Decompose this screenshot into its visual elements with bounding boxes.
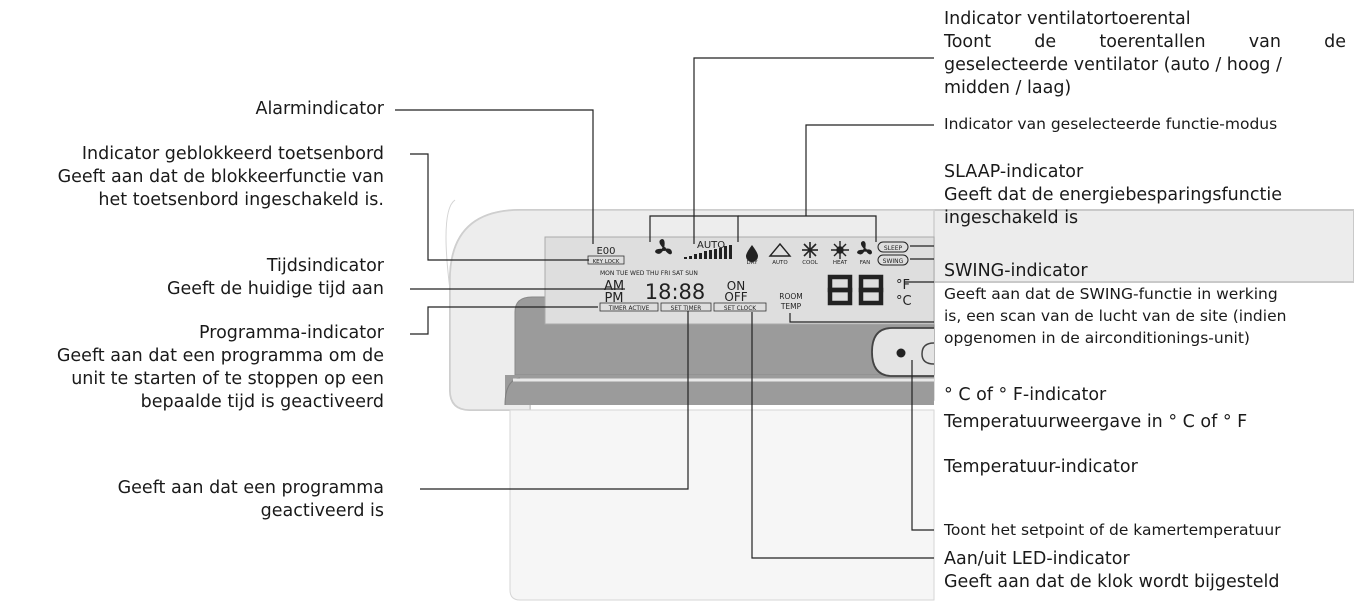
room-label: ROOM — [779, 292, 803, 301]
label-time-title: Tijdsindicator — [266, 256, 384, 276]
label-alarm: Alarmindicator — [255, 98, 384, 121]
label-fan-speed-line: midden / laag) — [944, 78, 1072, 98]
temp-label: TEMP — [780, 302, 802, 311]
label-program-active-line: Geeft aan dat een programma — [117, 478, 384, 498]
label-fan-speed: Indicator ventilatortoerental Toont de t… — [944, 8, 1346, 100]
label-time: Tijdsindicator Geeft de huidige tijd aan — [167, 255, 384, 301]
label-mode: Indicator van geselecteerde functie-modu… — [944, 113, 1277, 135]
label-temp-title: Temperatuur-indicator — [944, 457, 1138, 477]
timer-active-label: TIMER ACTIVE — [608, 306, 650, 312]
triangle-icon — [768, 242, 792, 257]
set-timer-label: SET TIMER — [671, 306, 702, 312]
label-sleep-title: SLAAP-indicator — [944, 162, 1084, 182]
label-program-line: bepaalde tijd is geactiveerd — [140, 392, 384, 412]
label-onoff-line: Geeft aan dat de klok wordt bijgesteld — [944, 572, 1280, 592]
label-sleep: SLAAP-indicator Geeft dat de energiebesp… — [944, 161, 1282, 230]
lcd-content — [587, 239, 909, 312]
temperature-digits — [827, 274, 884, 306]
fan-speed-bars — [684, 245, 732, 259]
label-setpoint-title: Toont het setpoint of de kamertemperatuu… — [944, 521, 1281, 539]
control-knob — [871, 327, 935, 377]
label-mode-title: Indicator van geselecteerde functie-modu… — [944, 115, 1278, 133]
label-unit-line: Temperatuurweergave in ° C of ° F — [944, 412, 1248, 432]
label-keylock-title: Indicator geblokkeerd toetsenbord — [81, 144, 384, 164]
label-unit: ° C of ° F-indicator Temperatuurweergave… — [944, 384, 1247, 434]
deg-c-label: °C — [896, 294, 912, 309]
on-label: ON — [727, 279, 745, 293]
label-keylock-line: Geeft aan dat de blokkeerfunctie van — [57, 167, 384, 187]
label-keylock: Indicator geblokkeerd toetsenbord Geeft … — [58, 143, 384, 212]
key-lock-label: KEY LOCK — [593, 259, 620, 265]
label-onoff: Aan/uit LED-indicator Geeft aan dat de k… — [944, 548, 1279, 594]
pm-label: PM — [604, 291, 623, 306]
deg-f-label: °F — [896, 278, 910, 293]
label-program-active-line: geactiveerd is — [260, 501, 384, 521]
label-fan-speed-line: Toont de toerentallen van de — [944, 32, 1346, 52]
label-program: Programma-indicator Geeft aan dat een pr… — [57, 322, 384, 414]
label-onoff-title: Aan/uit LED-indicator — [944, 549, 1130, 569]
mode-cool-label: COOL — [802, 260, 818, 266]
label-sleep-line: ingeschakeld is — [944, 208, 1079, 228]
label-fan-speed-line: geselecteerde ventilator (auto / hoog / — [944, 55, 1282, 75]
mode-dry-label: DRY — [746, 260, 758, 266]
sun-icon — [831, 241, 849, 259]
fan-icon — [655, 239, 672, 255]
label-swing-line: Geeft aan dat de SWING-functie in werkin… — [944, 285, 1278, 303]
label-program-title: Programma-indicator — [199, 323, 384, 343]
set-clock-label: SET CLOCK — [724, 306, 756, 312]
label-sleep-line: Geeft dat de energiebesparingsfunctie — [944, 185, 1282, 205]
label-program-active: Geeft aan dat een programma geactiveerd … — [118, 477, 384, 523]
label-swing-line: is, een scan van de lucht van de site (i… — [944, 307, 1287, 325]
mode-auto-label: AUTO — [772, 260, 788, 266]
mode-heat-label: HEAT — [833, 260, 848, 266]
label-alarm-title: Alarmindicator — [255, 99, 384, 119]
label-swing: SWING-indicator Geeft aan dat de SWING-f… — [944, 260, 1286, 349]
leader-lines — [395, 57, 934, 559]
clock-digits: 18:88 — [645, 280, 706, 304]
off-label: OFF — [724, 290, 747, 304]
fan-auto-label: AUTO — [697, 240, 725, 251]
alarm-code: E00 — [596, 246, 615, 257]
am-label: AM — [604, 279, 624, 294]
label-keylock-line: het toetsenbord ingeschakeld is. — [98, 190, 384, 210]
drop-icon — [746, 245, 758, 262]
swing-label: SWING — [883, 258, 904, 265]
mode-fan-label: FAN — [860, 260, 871, 266]
label-time-line: Geeft de huidige tijd aan — [166, 279, 384, 299]
label-setpoint: Toont het setpoint of de kamertemperatuu… — [944, 519, 1281, 541]
label-program-line: Geeft aan dat een programma om de — [56, 346, 384, 366]
sleep-label: SLEEP — [884, 245, 903, 252]
label-fan-speed-title: Indicator ventilatortoerental — [944, 9, 1191, 29]
label-temp: Temperatuur-indicator — [944, 456, 1138, 479]
label-swing-line: opgenomen in de airconditionings-unit) — [944, 329, 1250, 347]
fan-mode-icon — [857, 241, 872, 255]
snowflake-icon — [802, 242, 818, 258]
label-program-line: unit te starten of te stoppen op een — [71, 369, 384, 389]
label-unit-title: ° C of ° F-indicator — [944, 385, 1107, 405]
label-swing-title: SWING-indicator — [944, 261, 1088, 281]
weekday-labels: MON TUE WED THU FRI SAT SUN — [600, 270, 698, 277]
